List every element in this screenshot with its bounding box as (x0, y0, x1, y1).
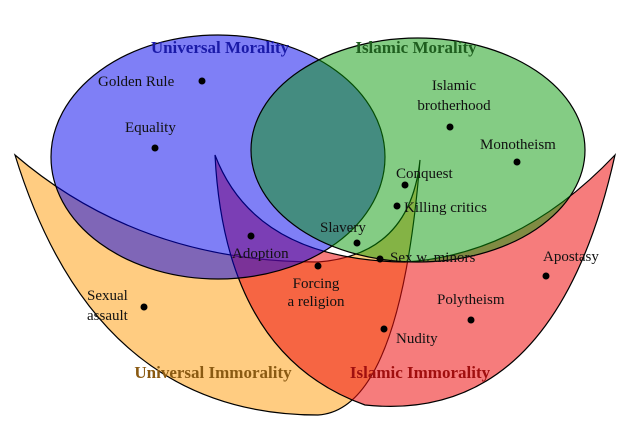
item-label: Apostasy (543, 249, 599, 265)
item-label: Sexual (87, 288, 128, 304)
item-label: Polytheism (437, 292, 505, 308)
item-dot (151, 144, 159, 152)
item-dot (446, 123, 454, 131)
item-label: Killing critics (404, 200, 487, 216)
item-dot (513, 158, 521, 166)
item-dot (393, 202, 401, 210)
item-conquest: Conquest (396, 166, 454, 189)
item-dot (247, 232, 255, 240)
item-dot (467, 316, 475, 324)
item-dot (198, 77, 206, 85)
item-label: Golden Rule (98, 74, 175, 90)
item-label: Nudity (396, 331, 438, 347)
item-label: a religion (287, 294, 345, 310)
item-label: Slavery (320, 220, 366, 236)
item-label: Equality (125, 120, 176, 136)
item-dot (314, 262, 322, 270)
item-slavery: Slavery (320, 220, 366, 247)
item-label: Forcing (293, 276, 340, 292)
islamic-morality-region (250, 37, 586, 263)
item-label: Monotheism (480, 137, 556, 153)
item-polytheism: Polytheism (437, 292, 505, 324)
item-sexual-assault: Sexual assault (87, 288, 148, 324)
universal-immorality-title: Universal Immorality (134, 363, 292, 382)
item-dot (376, 255, 384, 263)
item-label: Islamic (432, 78, 476, 94)
item-label: Adoption (232, 246, 289, 262)
islamic-immorality-title: Islamic Immorality (350, 363, 491, 382)
item-dot (542, 272, 550, 280)
islamic-morality-title: Islamic Morality (355, 38, 477, 57)
item-monotheism: Monotheism (480, 137, 556, 166)
item-dot (353, 239, 361, 247)
item-label: Conquest (396, 166, 454, 182)
item-label: Sex w. minors (390, 250, 475, 266)
item-label: brotherhood (417, 98, 491, 114)
item-apostasy: Apostasy (542, 249, 599, 280)
item-golden-rule: Golden Rule (98, 74, 206, 90)
item-nudity: Nudity (380, 325, 438, 347)
item-islamic-brotherhood: Islamic brotherhood (417, 78, 491, 131)
universal-morality-title: Universal Morality (151, 38, 290, 57)
item-equality: Equality (125, 120, 176, 152)
item-dot (140, 303, 148, 311)
islamic-immorality-region (214, 153, 617, 407)
item-killing-critics: Killing critics (393, 200, 487, 216)
item-forcing-a-religion: Forcing a religion (287, 262, 345, 310)
item-dot (380, 325, 388, 333)
item-sex-w-minors: Sex w. minors (376, 250, 475, 266)
item-label: assault (87, 308, 129, 324)
item-adoption: Adoption (232, 232, 289, 262)
item-dot (401, 181, 409, 189)
